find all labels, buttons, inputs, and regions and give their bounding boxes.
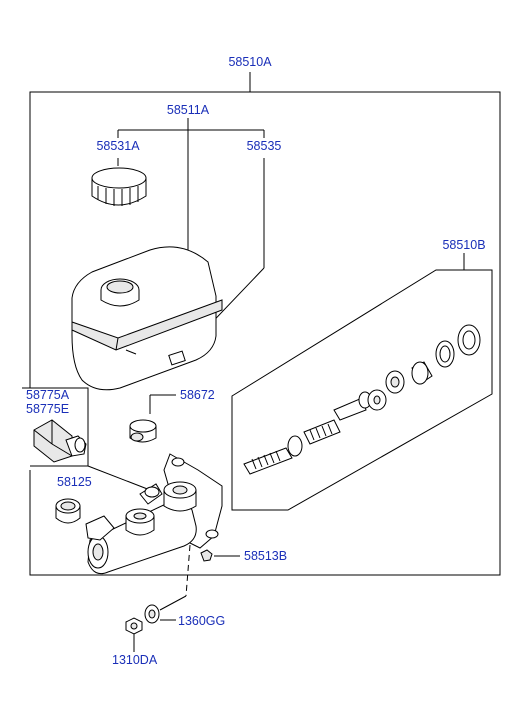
- plug-icon: [55, 498, 81, 524]
- piston-kit-parts-icon: [243, 324, 481, 475]
- label-58535[interactable]: 58535: [247, 139, 282, 153]
- label-1360gg[interactable]: 1360GG: [178, 614, 225, 628]
- reservoir-cap-icon: [91, 167, 147, 206]
- reservoir-tank-icon: [71, 246, 223, 391]
- label-58531a[interactable]: 58531A: [96, 139, 140, 153]
- label-58125[interactable]: 58125: [57, 475, 92, 489]
- level-sensor-icon: [33, 419, 87, 463]
- sensor-bracket: [22, 387, 151, 491]
- master-cylinder-body-icon: [85, 453, 223, 597]
- label-58775a[interactable]: 58775A: [26, 388, 70, 402]
- piston-kit-frame: [231, 253, 493, 511]
- grommet-icon: [129, 394, 176, 443]
- washer-nut-icon: [125, 595, 187, 652]
- label-58510b[interactable]: 58510B: [442, 238, 485, 252]
- label-58511a[interactable]: 58511A: [167, 103, 210, 117]
- label-58775e[interactable]: 58775E: [26, 402, 69, 416]
- fitting-icon: [200, 549, 240, 562]
- label-58513b[interactable]: 58513B: [244, 549, 287, 563]
- label-58510a[interactable]: 58510A: [228, 55, 272, 69]
- label-58672[interactable]: 58672: [180, 388, 215, 402]
- label-1310da[interactable]: 1310DA: [112, 653, 158, 667]
- assembly-frame: [29, 72, 501, 576]
